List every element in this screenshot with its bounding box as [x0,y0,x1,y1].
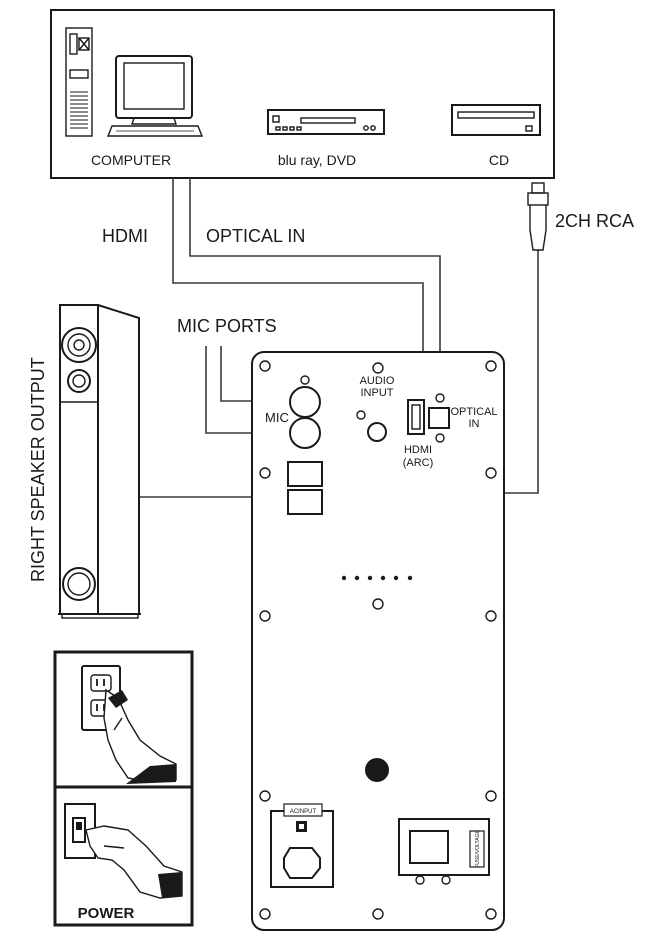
fuse-tag-label: FUSE/VOLTAGE [475,830,481,868]
power-switch-module: FUSE/VOLTAGE [398,818,490,885]
optical-cable-label: OPTICAL IN [206,226,305,246]
cd-player-icon [451,104,541,136]
ac-input-label: ACINPUT [290,809,317,815]
tower-speaker-icon [58,304,141,619]
power-instructions: POWER [53,650,194,927]
power-label: POWER [78,905,135,922]
optical-in-label-line2: IN [469,418,480,430]
audio-input-jack[interactable] [367,422,387,442]
hdmi-cable [172,178,424,393]
optical-in-label-line1: OPTICAL [450,406,497,418]
audio-input-label-line2: INPUT [361,387,394,399]
computer-tower-icon [65,27,93,137]
plugging-hand-icon [103,688,177,784]
right-speaker-output-label: RIGHT SPEAKER OUTPUT [28,357,48,582]
hdmi-arc-label-line2: (ARC) [403,457,434,469]
computer-label: COMPUTER [91,152,171,168]
speaker-terminal-1[interactable] [287,461,323,487]
hdmi-arc-label-line1: HDMI [404,444,432,456]
ac-input-module: ACINPUT [270,803,334,888]
optical-cable [189,178,441,390]
cd-label: CD [489,152,509,168]
volume-knob[interactable] [365,758,389,782]
hdmi-cable-label: HDMI [102,226,148,246]
speaker-terminal-2[interactable] [287,489,323,515]
bluray-label: blu ray, DVD [278,152,356,168]
amplifier-panel: MIC AUDIO INPUT HDMI (ARC) OPTICAL IN [251,351,505,931]
mic-port-label: MIC [265,410,289,425]
pressing-hand-icon [85,825,183,899]
computer-monitor-icon [106,55,204,137]
ac-power-socket[interactable] [283,847,321,879]
rca-cable-label: 2CH RCA [555,211,634,231]
mic-jack-2[interactable] [289,417,321,449]
panel-screw-holes [259,360,497,920]
hdmi-arc-port[interactable] [407,399,425,435]
mic-ports-label: MIC PORTS [177,316,277,336]
bluray-player-icon [267,109,385,135]
optical-in-port[interactable] [428,407,450,429]
rca-plug-icon [527,182,549,251]
power-rocker-switch[interactable] [409,830,449,864]
source-devices-box: COMPUTER blu ray, DVD CD [50,9,555,179]
audio-input-label-line1: AUDIO [360,375,395,387]
indicator-dots [341,575,413,581]
